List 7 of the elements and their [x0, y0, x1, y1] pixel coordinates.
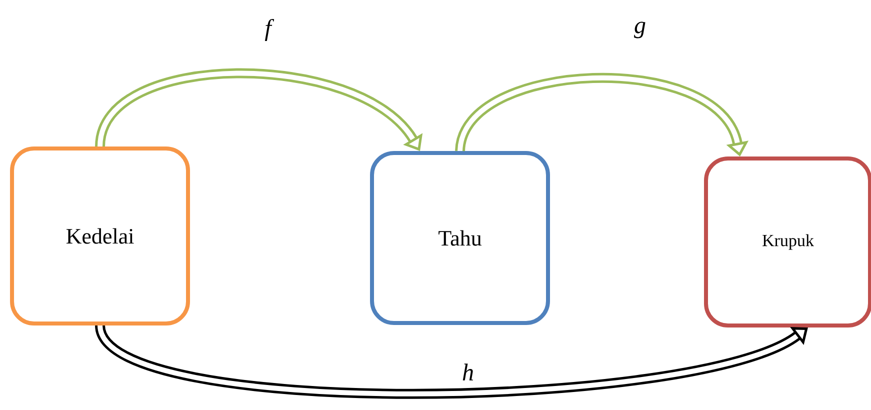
- edge-label: f: [264, 19, 274, 41]
- process-box: Krupuk: [704, 156, 871, 328]
- arrow: [96, 323, 808, 399]
- process-box: Kedelai: [10, 146, 190, 326]
- edge-label: h: [462, 364, 473, 380]
- process-box: Tahu: [370, 151, 550, 325]
- edge-label: g: [634, 22, 646, 38]
